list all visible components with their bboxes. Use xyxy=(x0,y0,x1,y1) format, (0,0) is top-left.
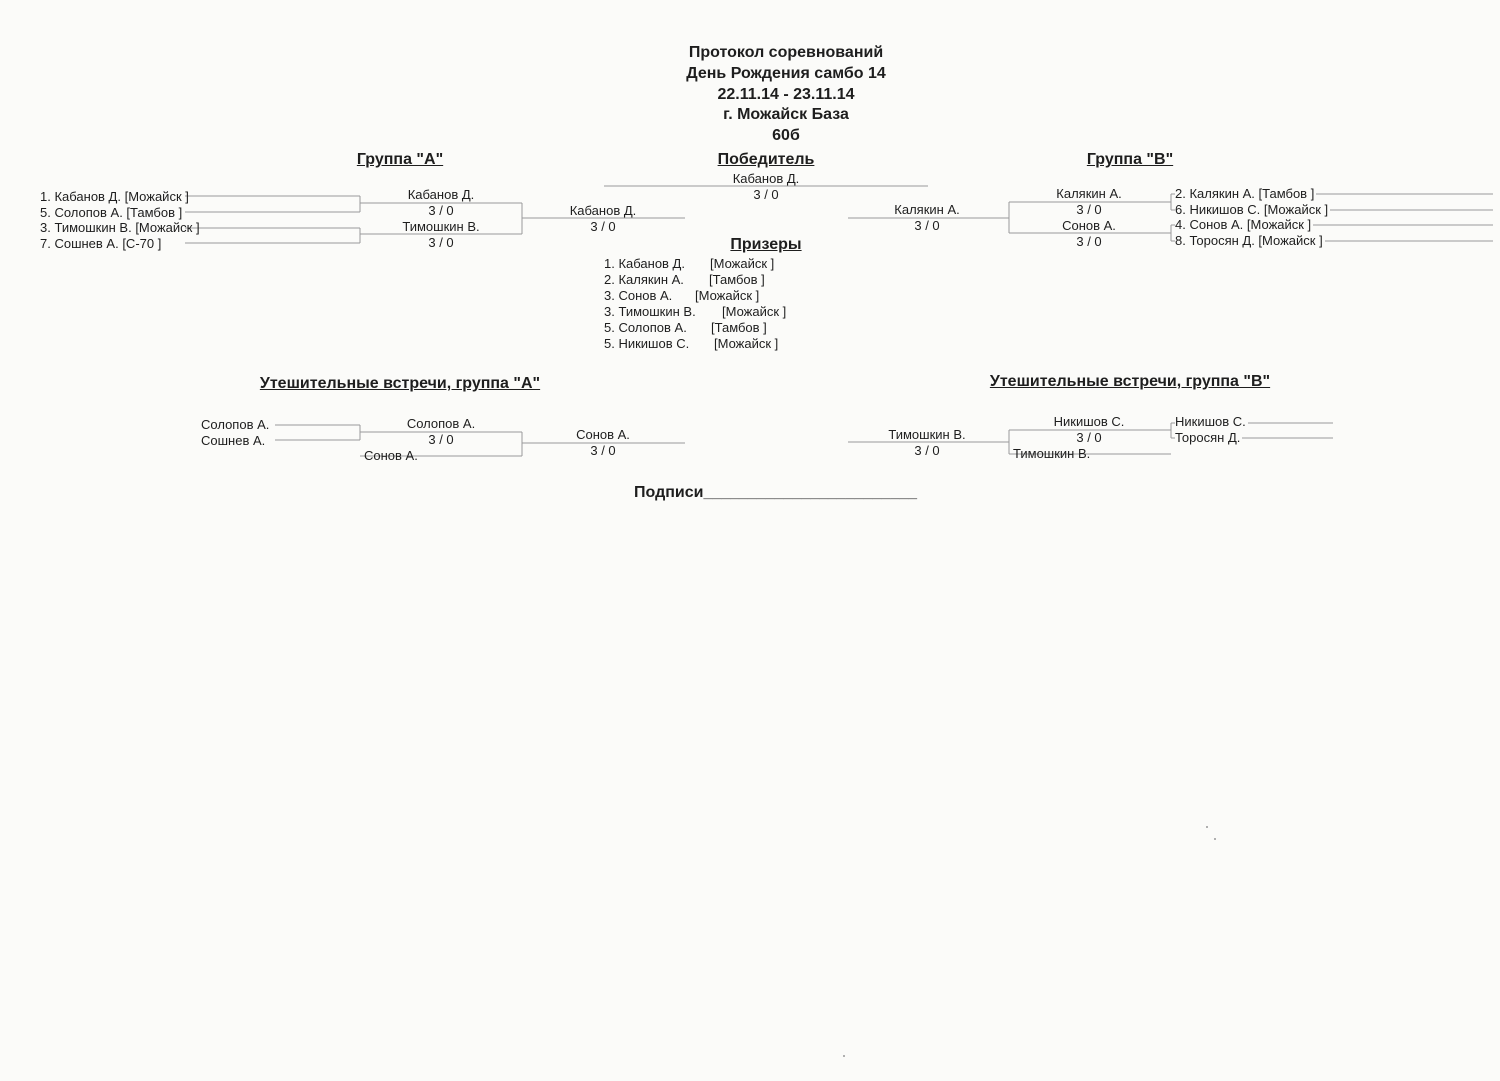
cons-b-bye: Тимошкин В. xyxy=(1013,446,1091,461)
group-a-entry: 3. Тимошкин В. [Можайск ] xyxy=(40,220,200,235)
group-a-semi1-name: Кабанов Д. xyxy=(407,187,475,202)
cons-a-match-score: 3 / 0 xyxy=(428,432,454,447)
prize-place: 3. Тимошкин В. xyxy=(604,304,696,319)
group-b-semi2-score: 3 / 0 xyxy=(1076,234,1102,249)
consolation-a-header: Утешительные встречи, группа "А" xyxy=(259,375,541,392)
prize-club: [Тамбов ] xyxy=(709,272,765,287)
group-b-entry: 8. Торосян Д. [Можайск ] xyxy=(1175,233,1325,248)
prize-club: [Тамбов ] xyxy=(711,320,767,335)
group-b-final-score: 3 / 0 xyxy=(914,218,940,233)
cons-a-entry: Сошнев А. xyxy=(201,433,266,448)
group-a-final-score: 3 / 0 xyxy=(590,219,616,234)
cons-a-entry: Солопов А. xyxy=(201,417,270,432)
document-title-dates: 22.11.14 - 23.11.14 xyxy=(717,86,855,103)
scan-speck xyxy=(843,1055,845,1057)
group-a-semi1-score: 3 / 0 xyxy=(428,203,454,218)
prize-club: [Можайск ] xyxy=(714,336,779,351)
signature-label: Подписи xyxy=(634,484,704,501)
group-b-entry: 6. Никишов С. [Можайск ] xyxy=(1175,202,1331,217)
consolation-b-header: Утешительные встречи, группа "В" xyxy=(989,373,1271,390)
cons-b-match-score: 3 / 0 xyxy=(1076,430,1102,445)
cons-a-match-name: Солопов А. xyxy=(406,416,476,431)
cons-a-final-name: Сонов А. xyxy=(576,427,630,442)
winner-name: Кабанов Д. xyxy=(732,171,800,186)
prize-place: 3. Сонов А. xyxy=(604,288,673,303)
prize-place: 5. Никишов С. xyxy=(604,336,690,351)
group-a-entry: 1. Кабанов Д. [Можайск ] xyxy=(40,189,189,204)
group-b-final-name: Калякин А. xyxy=(894,202,960,217)
group-a-final-name: Кабанов Д. xyxy=(569,203,637,218)
prizes-header: Призеры xyxy=(730,236,802,253)
cons-b-match-name: Никишов С. xyxy=(1053,414,1125,429)
group-b-semi2-name: Сонов А. xyxy=(1062,218,1116,233)
prize-club: [Можайск ] xyxy=(695,288,760,303)
document-title-line2: День Рождения самбо 14 xyxy=(686,65,886,82)
group-b-entry: 2. Калякин А. [Тамбов ] xyxy=(1175,186,1317,201)
group-b-semi1-score: 3 / 0 xyxy=(1076,202,1102,217)
document-title-weight: 60б xyxy=(772,127,800,144)
prize-place: 5. Солопов А. xyxy=(604,320,687,335)
winner-header: Победитель xyxy=(717,151,815,168)
group-a-header: Группа "А" xyxy=(356,151,444,168)
cons-b-final-name: Тимошкин В. xyxy=(888,427,966,442)
prize-place: 1. Кабанов Д. xyxy=(604,256,685,271)
scan-speck xyxy=(1206,826,1208,828)
group-a-entry: 7. Сошнев А. [С-70 ] xyxy=(40,236,162,251)
group-a-semi2-score: 3 / 0 xyxy=(428,235,454,250)
document-title-location: г. Можайск База xyxy=(723,106,849,123)
cons-b-final-score: 3 / 0 xyxy=(914,443,940,458)
document-title-line1: Протокол соревнований xyxy=(688,44,884,61)
prize-club: [Можайск ] xyxy=(722,304,787,319)
winner-score: 3 / 0 xyxy=(753,187,779,202)
scan-speck xyxy=(1214,838,1216,840)
signature-line: ________________________ xyxy=(703,484,918,501)
group-b-header: Группа "В" xyxy=(1086,151,1174,168)
group-b-semi1-name: Калякин А. xyxy=(1056,186,1122,201)
prize-club: [Можайск ] xyxy=(710,256,775,271)
cons-a-final-score: 3 / 0 xyxy=(590,443,616,458)
group-a-entry: 5. Солопов А. [Тамбов ] xyxy=(40,205,183,220)
cons-a-bye: Сонов А. xyxy=(364,448,418,463)
group-b-entry: 4. Сонов А. [Можайск ] xyxy=(1175,217,1314,232)
prize-place: 2. Калякин А. xyxy=(604,272,684,287)
cons-b-entry: Торосян Д. xyxy=(1175,430,1243,445)
signature-block: Подписи________________________ xyxy=(634,484,917,502)
cons-b-entry: Никишов С. xyxy=(1175,414,1248,429)
group-a-semi2-name: Тимошкин В. xyxy=(402,219,480,234)
